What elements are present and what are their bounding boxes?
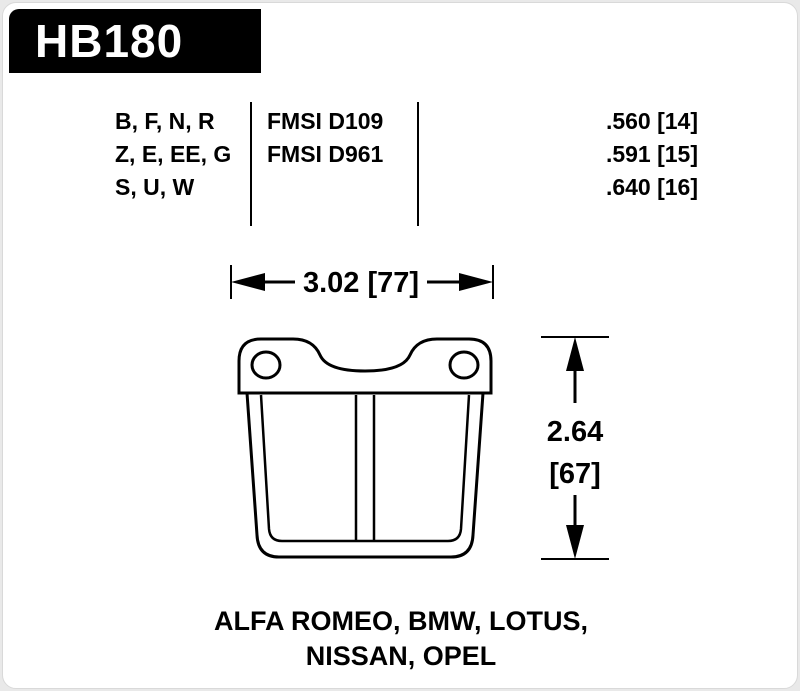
applications-text: ALFA ROMEO, BMW, LOTUS, NISSAN, OPEL (3, 604, 797, 674)
thickness-row: .640 [16] (605, 174, 698, 200)
width-arrowhead-right-icon (459, 273, 493, 291)
compound-row: Z, E, EE, G (115, 141, 232, 167)
part-number: HB180 (35, 15, 184, 67)
pad-face-outline (259, 394, 471, 543)
compound-row: B, F, N, R (115, 108, 215, 134)
part-number-box: HB180 (9, 9, 261, 73)
fmsi-row: FMSI D961 (267, 141, 384, 167)
width-dimension-label: 3.02 [77] (303, 267, 419, 299)
center-slot (354, 395, 376, 541)
applications-line-2: NISSAN, OPEL (305, 641, 497, 671)
height-arrowhead-bottom-icon (566, 525, 584, 559)
fmsi-row: FMSI D109 (267, 108, 384, 134)
compound-codes-column: B, F, N, R Z, E, EE, G S, U, W (115, 105, 231, 204)
thickness-row: .560 [14] (605, 108, 698, 134)
table-divider-right (417, 102, 419, 226)
height-dimension-bracket: [67] (549, 458, 601, 490)
table-divider-left (250, 102, 252, 226)
compound-row: S, U, W (115, 174, 195, 200)
brake-pad-drawing: 3.02 [77] 2.64 [67] (230, 265, 609, 560)
pad-body-outline (245, 391, 485, 559)
fmsi-column: FMSI D109 FMSI D961 (267, 105, 383, 171)
pad-lobes-outline (237, 337, 493, 395)
mounting-hole-left (250, 350, 282, 380)
mounting-hole-right (448, 350, 480, 380)
height-dimension-value: 2.64 (547, 416, 603, 448)
height-dimension: 2.64 [67] (541, 336, 609, 560)
thickness-column: .560 [14] .591 [15] .640 [16] (576, 105, 698, 204)
height-arrowhead-top-icon (566, 337, 584, 371)
width-arrowhead-left-icon (231, 273, 265, 291)
width-dimension: 3.02 [77] (230, 265, 494, 299)
thickness-row: .591 [15] (605, 141, 698, 167)
applications-line-1: ALFA ROMEO, BMW, LOTUS, (214, 606, 588, 636)
